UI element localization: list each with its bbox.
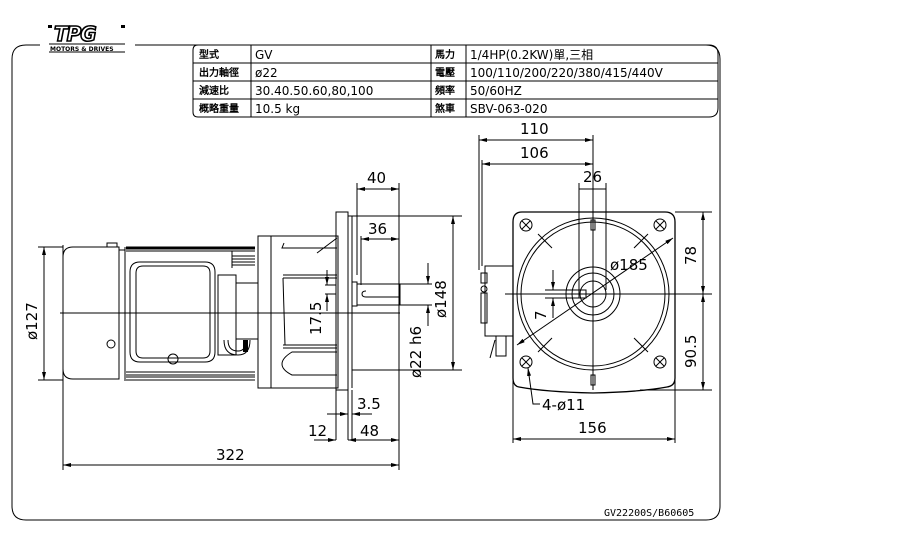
value-frequency: 50/60HZ <box>470 84 522 98</box>
logo-tagline: MOTORS & DRIVES <box>50 46 114 53</box>
dim-motor-dia: ø127 <box>23 246 63 381</box>
dim-top-78-text: 78 <box>682 246 700 265</box>
motor-end-cap <box>62 246 120 380</box>
dim-width-106: 106 <box>481 144 593 266</box>
dim-total-len: 322 <box>62 400 399 470</box>
spec-row-model: 型式 GV 馬力 1/4HP(0.2KW)單,三相 <box>199 48 593 62</box>
dim-bottom-90-5: 90.5 <box>640 294 712 391</box>
brake-box-front <box>484 265 514 337</box>
cap-screw <box>106 339 116 349</box>
dim-width-110: 110 <box>478 120 594 270</box>
dim-flange-dia: ø148 <box>352 215 462 371</box>
dim-total-len-text: 322 <box>216 446 245 464</box>
label-brake: 煞車 <box>434 102 455 115</box>
dim-shaft-dia: ø22 h6 <box>400 263 432 378</box>
dim-pilot-text: 12 <box>308 422 327 440</box>
spec-row-weight: 概略重量 10.5 kg 煞車 SBV-063-020 <box>199 102 547 116</box>
dim-shaft-dia-text: ø22 h6 <box>407 326 425 378</box>
terminal-screw <box>167 353 179 365</box>
output-shaft <box>356 283 401 306</box>
dim-square-156-text: 156 <box>578 419 607 437</box>
terminal-box <box>129 261 216 363</box>
mounting-hole-br <box>653 355 667 369</box>
dim-pcd: ø185 <box>516 237 674 346</box>
cap-nub <box>106 242 118 248</box>
tpg-logo: TPG MOTORS & DRIVES <box>48 21 125 53</box>
dim-flange-thk-text: 3.5 <box>357 395 381 413</box>
dim-width-106-text: 106 <box>520 144 549 162</box>
front-view: 110 106 26 ø185 7 78 <box>478 120 712 443</box>
value-voltage: 100/110/200/220/380/415/440V <box>470 66 664 80</box>
dim-shaft-len-text: 36 <box>368 220 387 238</box>
drawing-number: GV22200S/B60605 <box>604 508 694 519</box>
dim-key-7-text: 7 <box>532 310 550 320</box>
dim-shaft-len: 36 <box>360 220 399 285</box>
value-shaft-dia: ø22 <box>255 66 278 80</box>
dim-motor-dia-text: ø127 <box>23 302 41 340</box>
logo-brand: TPG <box>54 22 96 46</box>
spec-row-shaft: 出力軸徑 ø22 電壓 100/110/200/220/380/415/440V <box>199 66 664 80</box>
drawing-border <box>11 44 721 521</box>
dim-holes-text: 4-ø11 <box>542 396 585 414</box>
dim-key-26-text: 26 <box>583 168 602 186</box>
dim-pilot: 12 <box>308 422 336 442</box>
dim-holes: 4-ø11 <box>527 367 585 414</box>
dim-gear-len-text: 48 <box>360 422 379 440</box>
brake-housing <box>217 274 237 356</box>
spec-row-ratio: 減速比 30.40.50.60,80,100 頻率 50/60HZ <box>199 84 522 98</box>
dim-flange-depth-text: 40 <box>367 169 386 187</box>
value-brake: SBV-063-020 <box>470 102 547 116</box>
label-power: 馬力 <box>435 48 455 61</box>
mounting-hole-bl <box>519 355 533 369</box>
value-power: 1/4HP(0.2KW)單,三相 <box>470 48 593 62</box>
dim-flange-thk: 3.5 <box>327 388 381 440</box>
dim-pcd-text: ø185 <box>610 256 648 274</box>
dim-flange-depth: 40 <box>356 169 400 470</box>
mounting-hole-tl <box>519 218 533 232</box>
dim-width-110-text: 110 <box>520 120 549 138</box>
label-voltage: 電壓 <box>435 67 455 79</box>
side-view: ø127 40 36 17.5 ø22 h6 <box>23 169 462 470</box>
label-shaft-dia: 出力軸徑 <box>199 66 239 79</box>
value-model: GV <box>255 48 273 62</box>
spec-table: 型式 GV 馬力 1/4HP(0.2KW)單,三相 出力軸徑 ø22 電壓 10… <box>192 44 719 118</box>
square-flange <box>512 211 676 394</box>
logo-mark-right <box>121 25 125 28</box>
label-frequency: 頻率 <box>435 84 455 97</box>
label-ratio: 減速比 <box>199 84 229 97</box>
mounting-hole-tr <box>653 218 667 232</box>
dim-key-height: 17.5 <box>307 270 336 335</box>
gearbox-body <box>257 235 339 389</box>
dim-key-height-text: 17.5 <box>307 302 325 335</box>
dim-square-156: 156 <box>512 380 676 443</box>
dim-bottom-90-5-text: 90.5 <box>682 335 700 368</box>
label-model: 型式 <box>199 48 219 61</box>
dim-top-78: 78 <box>675 211 712 294</box>
dim-flange-dia-text: ø148 <box>432 280 450 318</box>
shaft-key <box>361 290 400 298</box>
label-weight: 概略重量 <box>199 102 239 115</box>
pilot-ring <box>351 281 358 307</box>
dim-gear-len: 48 <box>348 422 399 442</box>
logo-mark-left <box>48 25 52 28</box>
value-ratio: 30.40.50.60,80,100 <box>255 84 373 98</box>
dim-key-7: 7 <box>532 270 579 320</box>
flange <box>335 211 349 391</box>
value-weight: 10.5 kg <box>255 102 300 116</box>
